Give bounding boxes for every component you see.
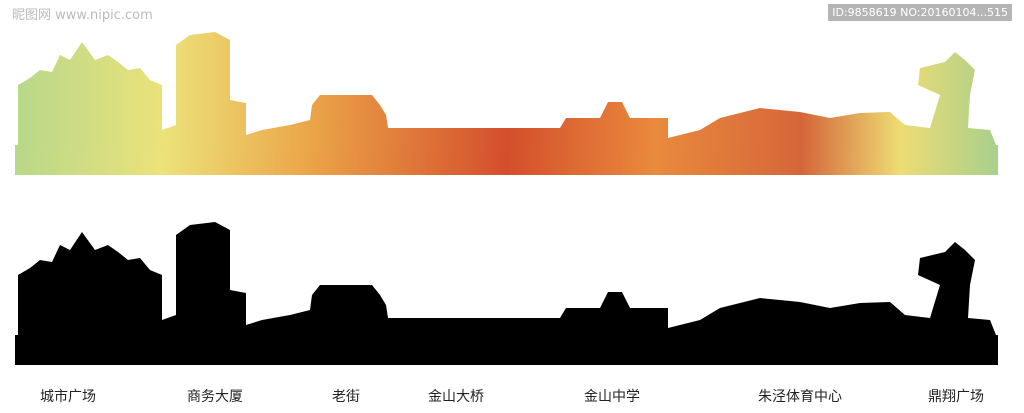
- label-6: 朱泾体育中心: [758, 389, 842, 405]
- label-7: 鼎翔广场: [928, 389, 984, 405]
- watermark-site: 昵图网 www.nipic.com: [12, 8, 153, 23]
- watermark-id: ID:9858619 NO:20160104...515: [828, 4, 1012, 21]
- label-4: 金山大桥: [428, 389, 484, 405]
- label-1: 城市广场: [40, 389, 96, 405]
- colored-skyline: [15, 32, 998, 175]
- label-3: 老街: [332, 389, 360, 405]
- label-5: 金山中学: [584, 389, 640, 405]
- label-2: 商务大厦: [187, 389, 243, 405]
- black-skyline: [15, 222, 998, 365]
